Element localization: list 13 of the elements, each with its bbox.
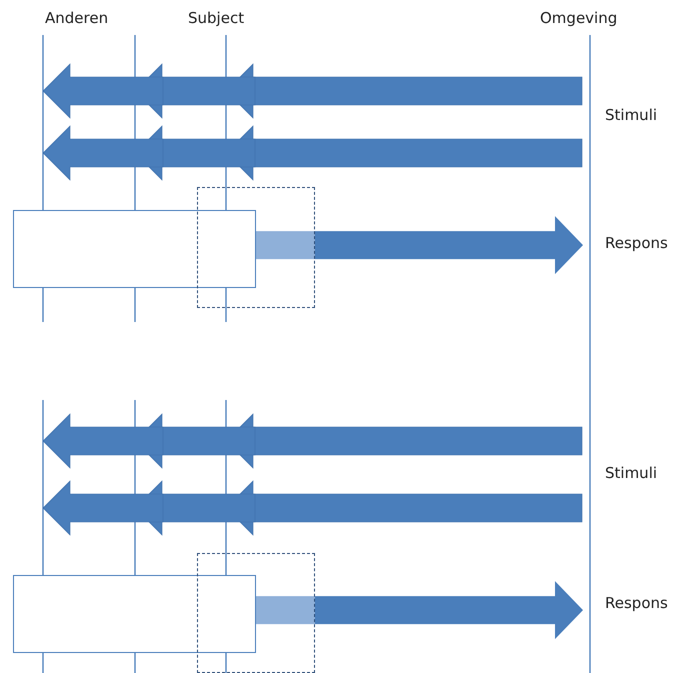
dashed-frame <box>197 187 315 308</box>
row-label: Respons <box>605 594 668 612</box>
row-label: Stimuli <box>605 106 658 124</box>
arrow <box>256 216 583 274</box>
arrow <box>256 581 583 640</box>
column-heading: Subject <box>188 9 244 27</box>
dashed-frame <box>197 553 315 673</box>
empty-box <box>13 210 256 288</box>
column-heading: Anderen <box>45 9 108 27</box>
row-label: Respons <box>605 234 668 252</box>
row-label: Stimuli <box>605 464 658 482</box>
empty-box <box>13 575 256 653</box>
column-heading: Omgeving <box>540 9 618 27</box>
